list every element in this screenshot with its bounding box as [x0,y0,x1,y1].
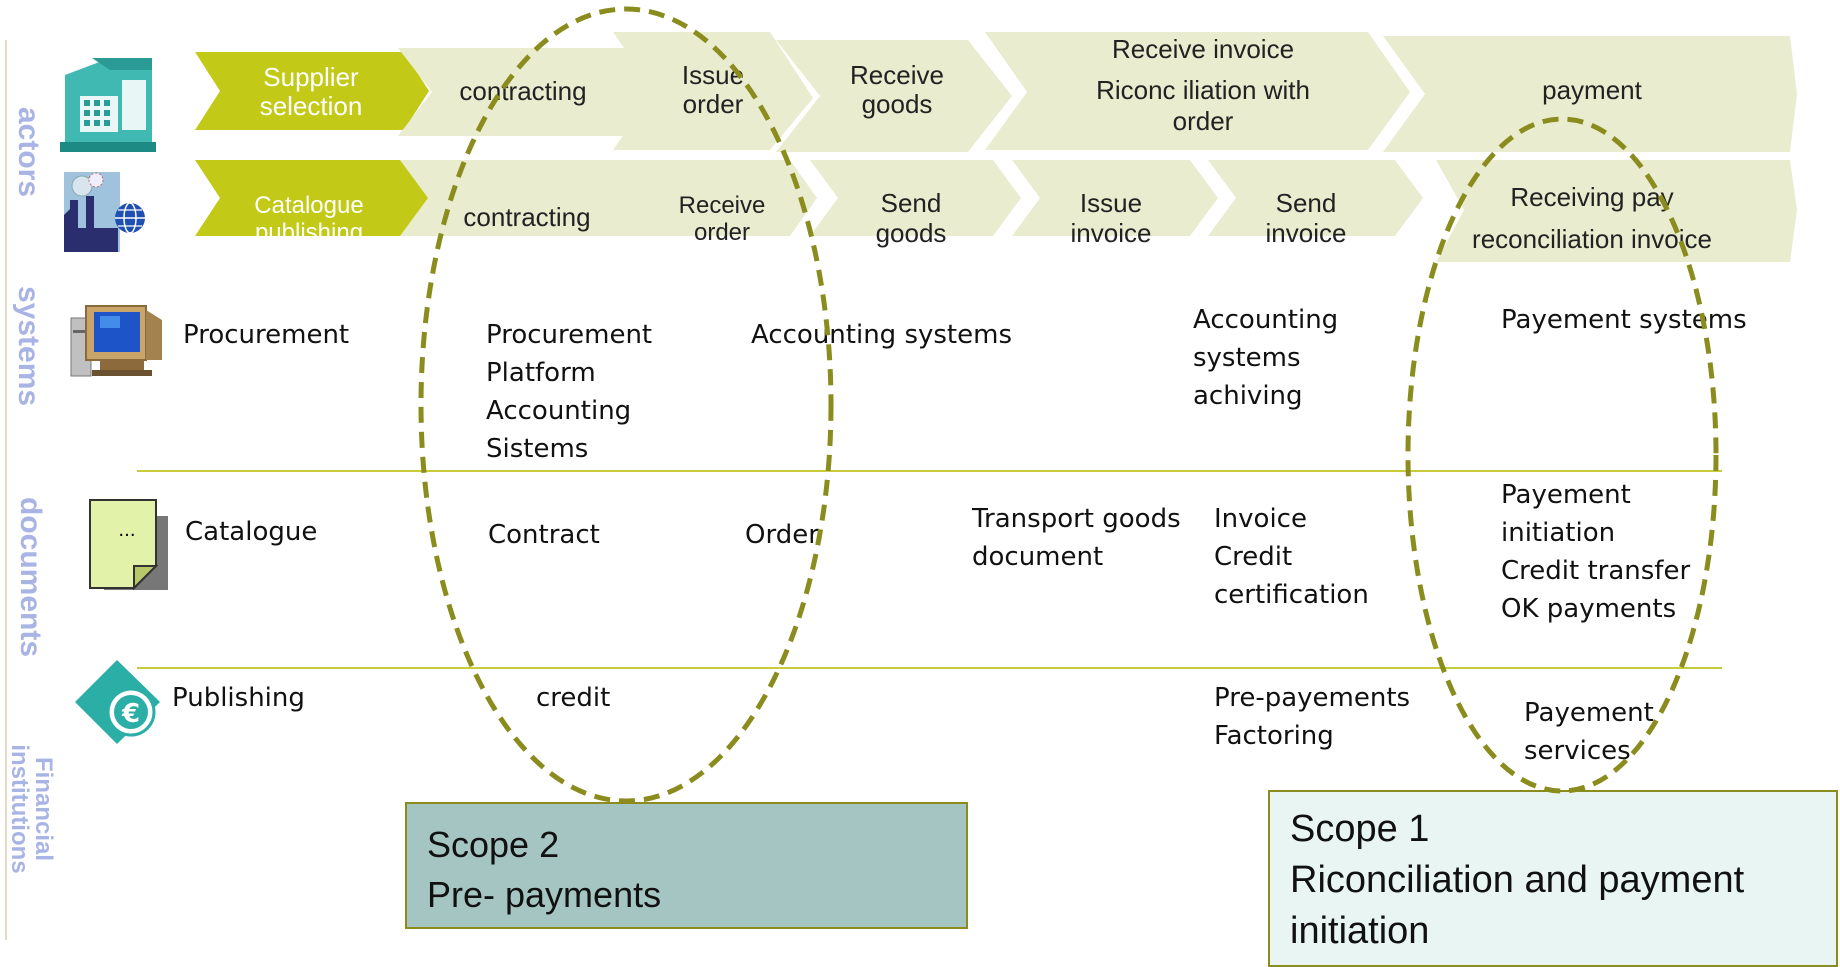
doc-order: Order [745,520,819,550]
supplier-step-2-label: contracting [463,202,590,232]
left-rule [5,40,7,940]
scope-2-box: Scope 2 Pre- payments [405,802,968,929]
euro-symbol: € [121,699,140,729]
supplier-step-1-shape [195,160,429,236]
supplier-step-4-shape [810,160,1021,236]
doc-invoice: Invoice Credit certification [1214,504,1369,610]
systems-accounting-archiving: Accounting systems achiving [1193,305,1339,411]
computer-icon [70,305,162,377]
systems-accounting: Accounting systems [751,320,1012,350]
buyer-step-6-label: payment [1542,75,1642,105]
scope-1-title: Scope 1 [1290,808,1430,850]
doc-transport: Transport goods document [972,504,1181,572]
scope-2-subtitle: Pre- payments [427,874,662,915]
factory-globe-icon [64,172,145,252]
buyer-step-2-label: contracting [459,76,586,106]
fin-publishing: Publishing [172,683,305,713]
doc-catalogue: Catalogue [185,517,318,547]
document-icon: ... [89,499,168,591]
doc-payment: Payement initiation Credit transfer OK p… [1501,480,1691,624]
systems-procurement-platform: Procurement Platform Accounting Sistems [486,320,653,464]
buyer-step-1-shape [195,52,429,130]
buyer-step-5-shape [985,32,1410,150]
doc-contract: Contract [488,520,600,550]
euro-coin-icon: € [75,660,160,744]
supplier-step-5-shape [1012,160,1218,236]
scope-2-title: Scope 2 [427,824,560,865]
document-icon-dots: ... [118,520,135,541]
buyer-step-4-shape [776,40,1012,152]
scope-1-box: Scope 1 Riconciliation and payment initi… [1268,790,1838,967]
scope-1-subtitle-2: initiation [1290,910,1430,952]
fin-payment-services: Payement services [1524,698,1654,766]
systems-payment: Payement systems [1501,305,1747,335]
scope-1-subtitle: Riconciliation and payment [1290,859,1745,901]
systems-procurement: Procurement [183,320,350,350]
fin-prepayments: Pre-payements Factoring [1214,683,1411,751]
supplier-step-6-shape [1208,160,1423,236]
fin-credit: credit [536,683,611,713]
office-building-icon [60,58,156,152]
